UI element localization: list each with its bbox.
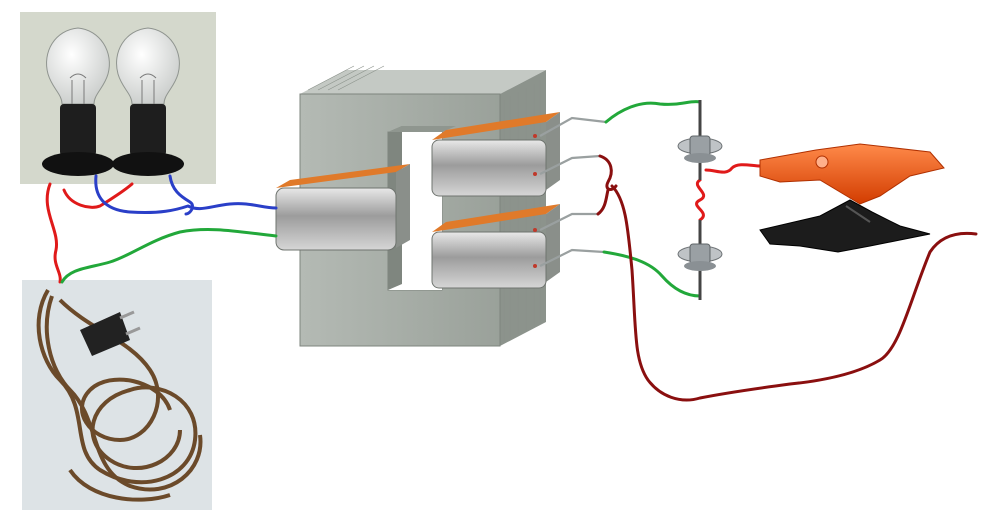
- wire-red-bridge: [62, 182, 134, 209]
- wire-darkred-main: [610, 184, 978, 402]
- transformer: [275, 65, 607, 347]
- wires: [45, 100, 978, 402]
- terminal-bolt-icon: [677, 100, 723, 180]
- secondary-coil-lower: [431, 204, 560, 289]
- light-bulb-icon: [42, 27, 114, 176]
- plug-icon: [80, 310, 141, 356]
- light-bulb-icon: [112, 27, 184, 176]
- terminal-bolt-icon: [677, 220, 723, 300]
- coil-leads: [539, 116, 607, 267]
- wire-blue-1: [94, 174, 278, 214]
- wire-green-upper: [604, 100, 702, 124]
- alligator-clip-icon: [759, 143, 945, 205]
- bulbs-panel: [20, 12, 216, 184]
- core-top-face: [300, 70, 546, 94]
- wire-blue-2: [168, 174, 194, 216]
- wire-green-lower: [602, 250, 702, 298]
- wire-darkred-upper: [598, 154, 618, 191]
- cord-coil: [36, 288, 203, 502]
- wire-green-primary: [60, 227, 278, 284]
- primary-coil: [275, 164, 410, 251]
- alligator-clip-icon: [759, 199, 931, 253]
- power-cord-panel: [22, 280, 212, 510]
- wire-red-coil: [695, 178, 706, 222]
- wire-red-clip: [704, 163, 762, 174]
- wire-red-main: [45, 182, 62, 284]
- wire-darkred-lower: [596, 188, 610, 216]
- bulbs-background: [20, 12, 216, 184]
